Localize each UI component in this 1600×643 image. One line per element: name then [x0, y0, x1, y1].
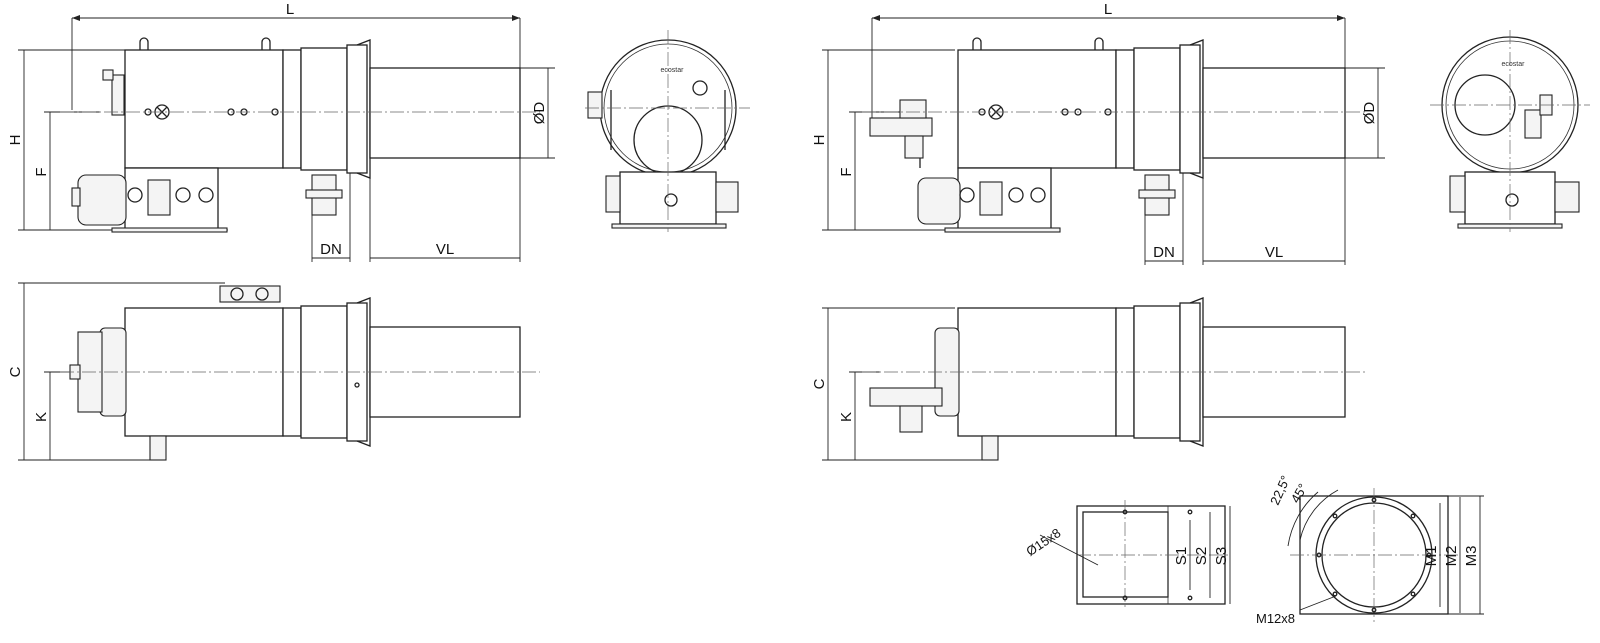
front-view-right: ecostar	[1430, 30, 1590, 232]
flange-round-detail: 22,5° 45° M12x8 M1 M2 M3	[1256, 473, 1484, 626]
flange-square-detail: Ø15x8 S1 S2 S3	[1023, 500, 1231, 610]
flange-label-M3: M3	[1463, 546, 1480, 567]
plan-view-right: C K	[811, 297, 1365, 461]
flange-label-S1: S1	[1173, 547, 1190, 565]
dim-label-C-2: C	[811, 378, 828, 389]
dim-label-VL-2: VL	[1265, 244, 1283, 261]
dim-label-DN: DN	[320, 241, 342, 258]
brand-logo-right: ecostar	[1502, 61, 1526, 68]
flange-label-thread: M12x8	[1256, 611, 1295, 626]
dim-label-L-2: L	[1104, 1, 1112, 18]
flange-label-angle-22: 22,5°	[1267, 473, 1293, 507]
dim-label-F: F	[33, 167, 50, 176]
front-view-left: ecostar	[585, 30, 750, 232]
dim-label-F-2: F	[838, 167, 855, 176]
dim-label-OD-2: ØD	[1361, 102, 1378, 125]
dim-label-K-2: K	[838, 412, 855, 422]
brand-logo-left: ecostar	[661, 67, 685, 74]
dim-label-H: H	[7, 135, 24, 146]
dim-label-K: K	[33, 412, 50, 422]
flange-label-M2: M2	[1443, 546, 1460, 567]
dim-label-DN-2: DN	[1153, 244, 1175, 261]
dim-label-OD: ØD	[531, 102, 548, 125]
flange-label-S2: S2	[1193, 547, 1210, 565]
plan-view-left: C K	[7, 282, 540, 461]
dim-label-L: L	[286, 1, 294, 18]
side-view-right: L H F	[811, 1, 1385, 265]
side-view-left: L H F	[7, 1, 555, 262]
dim-label-VL: VL	[436, 241, 454, 258]
flange-label-M1: M1	[1423, 546, 1440, 567]
flange-label-hole: Ø15x8	[1023, 525, 1063, 559]
dim-label-H-2: H	[811, 135, 828, 146]
flange-label-S3: S3	[1213, 547, 1230, 565]
dim-label-C: C	[7, 366, 24, 377]
